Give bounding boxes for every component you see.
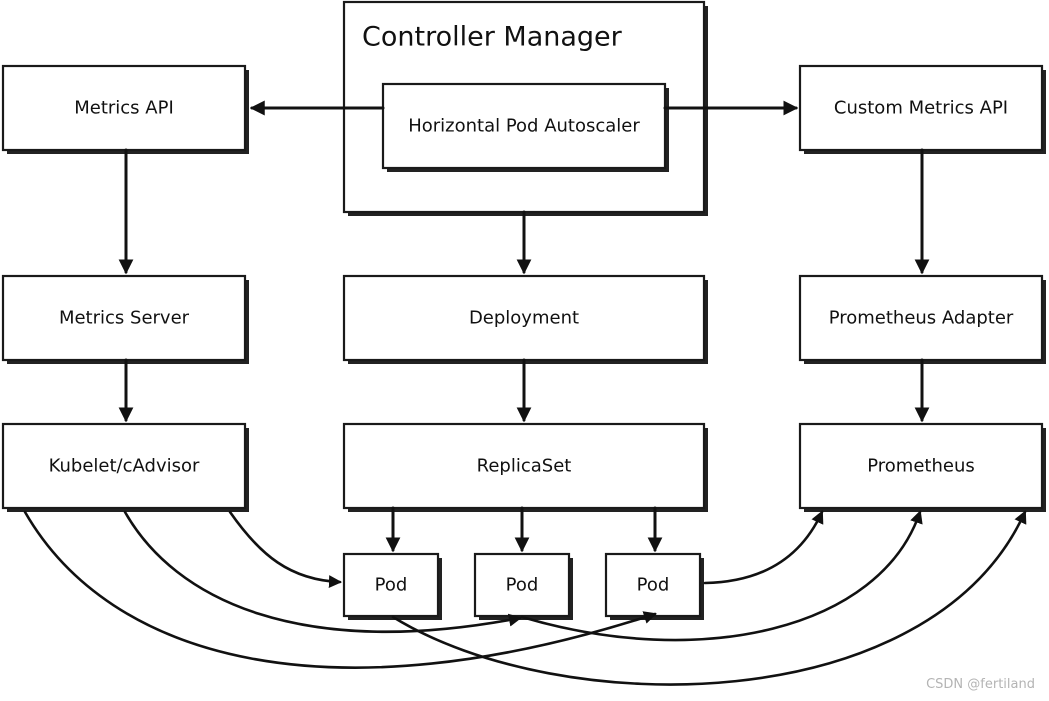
prometheus-adapter-box: Prometheus Adapter [798, 274, 1046, 364]
metrics-server-label: Metrics Server [59, 308, 190, 329]
custom-metrics-api-label: Custom Metrics API [834, 98, 1008, 119]
pod-box-2: Pod [473, 552, 573, 620]
kubelet-box: Kubelet/cAdvisor [1, 422, 249, 512]
prometheus-box: Prometheus [798, 422, 1046, 512]
prometheus-adapter-label: Prometheus Adapter [829, 308, 1014, 329]
curve-kubelet-to-pod-2 [123, 510, 522, 633]
curve-pod-1-to-prometheus [391, 510, 1027, 686]
pod-box-1: Pod [342, 552, 442, 620]
pod-label: Pod [375, 575, 408, 596]
curve-kubelet-to-pod-3 [23, 510, 657, 669]
curve-kubelet-to-pod-1 [228, 510, 342, 589]
pod-label: Pod [506, 575, 539, 596]
deployment-label: Deployment [469, 308, 579, 329]
hpa-box: Horizontal Pod Autoscaler [381, 82, 669, 172]
pod-box-3: Pod [604, 552, 704, 620]
curve-pod-3-to-prometheus [703, 510, 824, 585]
curve-pod-2-to-prometheus [520, 510, 923, 642]
replicaset-label: ReplicaSet [477, 456, 572, 477]
scrape-curves [23, 510, 1027, 686]
watermark: CSDN @fertiland [926, 677, 1035, 692]
metrics-api-box: Metrics API [1, 64, 249, 154]
connector-arrows [118, 100, 930, 553]
metrics-server-box: Metrics Server [1, 274, 249, 364]
prometheus-label: Prometheus [867, 456, 975, 477]
controller-manager-title: Controller Manager [362, 22, 623, 53]
metrics-api-label: Metrics API [74, 98, 174, 119]
hpa-label: Horizontal Pod Autoscaler [408, 116, 640, 137]
replicaset-box: ReplicaSet [342, 422, 708, 512]
custom-metrics-api-box: Custom Metrics API [798, 64, 1046, 154]
kubelet-label: Kubelet/cAdvisor [49, 456, 200, 477]
pod-label: Pod [637, 575, 670, 596]
deployment-box: Deployment [342, 274, 708, 364]
